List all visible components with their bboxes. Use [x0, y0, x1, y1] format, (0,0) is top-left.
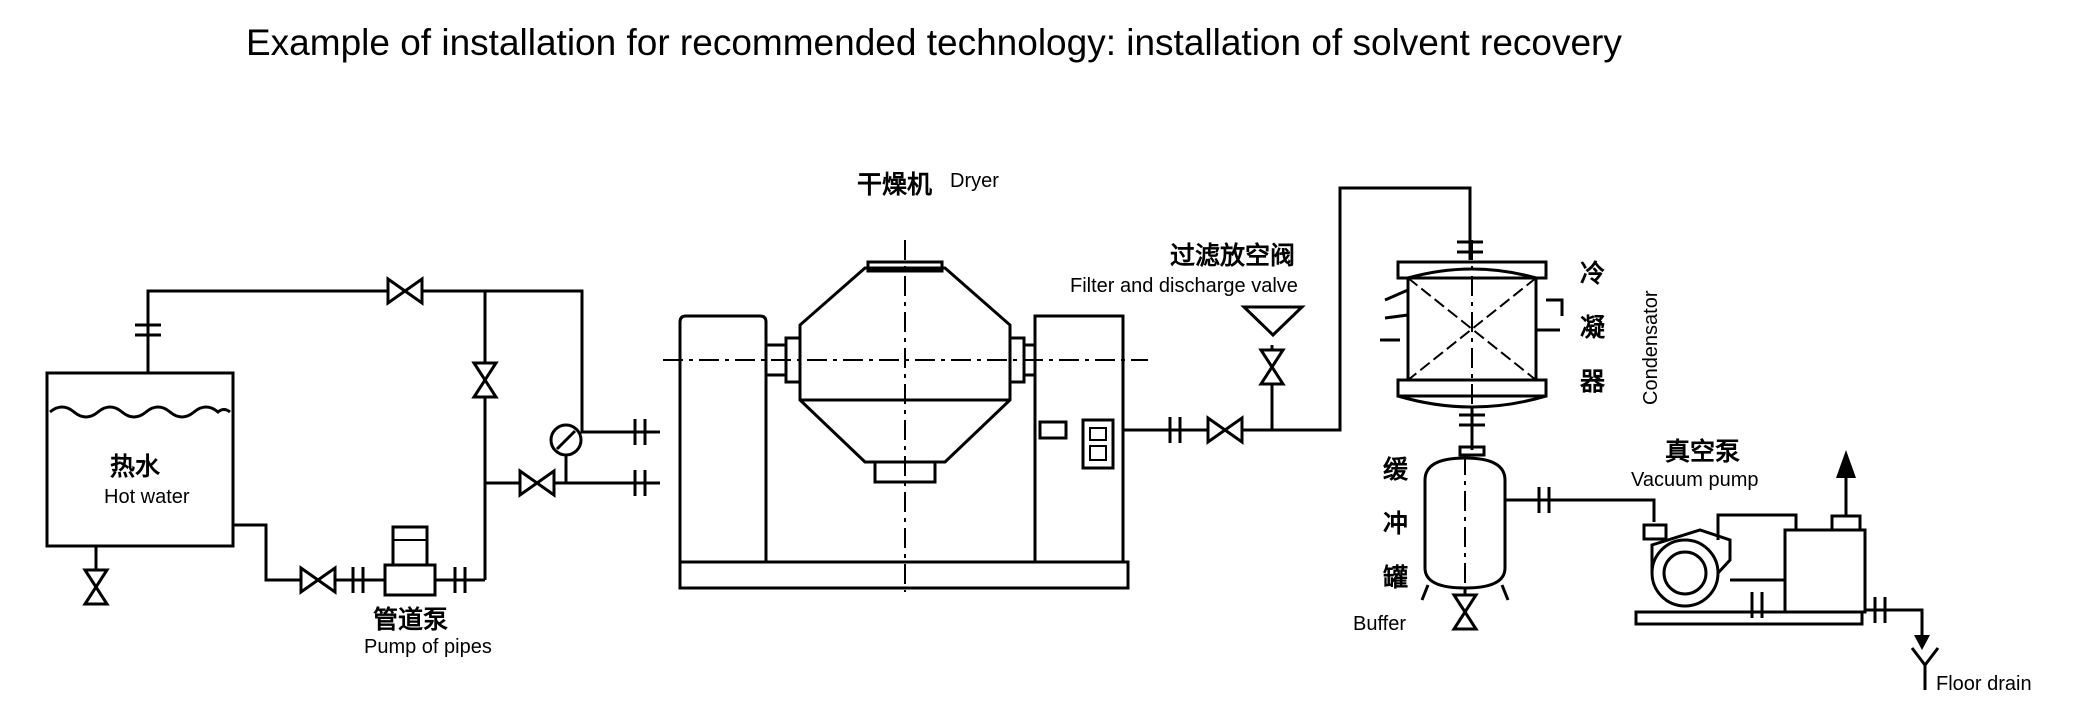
- discharge-valve-icon[interactable]: [1259, 348, 1285, 386]
- buffer-label-zh-3: 罐: [1382, 563, 1408, 592]
- vacuum-pump-label-zh: 真空泵: [1665, 437, 1740, 466]
- condenser-label-en: Condensator: [1640, 290, 1662, 405]
- vacuum-pump-unit: [1634, 450, 1940, 690]
- condenser-label-zh-2: 凝: [1580, 313, 1606, 342]
- double-cone-dryer: [663, 240, 1148, 592]
- condenser-label-zh-3: 器: [1579, 367, 1606, 396]
- buffer-label-zh-2: 冲: [1383, 509, 1408, 538]
- dryer-label-zh: 干燥机: [857, 170, 932, 199]
- pump-label-en: Pump of pipes: [364, 636, 492, 658]
- vacuum-pump-label-en: Vacuum pump: [1631, 469, 1758, 491]
- separator-tank-icon: [1783, 528, 1867, 614]
- pipe-pump-motor-icon: [391, 525, 429, 567]
- buffer-drain-valve-icon[interactable]: [1452, 593, 1478, 631]
- supply-valve-icon[interactable]: [386, 277, 424, 305]
- dryer-switch-icon: [1081, 418, 1115, 470]
- pipe-pump-body-icon: [383, 563, 437, 597]
- hot-water-label-en: Hot water: [104, 486, 190, 508]
- outlet-valve-icon[interactable]: [1206, 416, 1244, 444]
- hot-water-label-zh: 热水: [110, 452, 161, 481]
- dryer-lower-feed-line: [485, 423, 660, 498]
- buffer-label-en: Buffer: [1353, 613, 1406, 635]
- buffer-label-zh-1: 缓: [1383, 455, 1409, 484]
- pump-return-line: [233, 523, 485, 597]
- floor-drain-label: Floor drain: [1936, 673, 2032, 695]
- pump-drain-flange-icon: [1750, 590, 1764, 620]
- filter-funnel-icon: [1240, 305, 1306, 338]
- hot-water-supply-line: [133, 277, 660, 580]
- feed-valve-icon[interactable]: [518, 469, 556, 497]
- vapor-outlet-line: [1123, 186, 1485, 445]
- condenser-label-zh-1: 冷: [1580, 259, 1605, 288]
- filter-label-en: Filter and discharge valve: [1070, 275, 1298, 297]
- filter-label-zh: 过滤放空阀: [1170, 241, 1295, 270]
- exhaust-arrow-icon: [1836, 450, 1856, 478]
- dryer-label-en: Dryer: [950, 170, 999, 192]
- buffer-tank: [1420, 455, 1656, 631]
- bypass-valve-icon[interactable]: [472, 361, 498, 399]
- pump-inlet-valve-icon[interactable]: [299, 566, 337, 594]
- pump-label-zh: 管道泵: [373, 605, 448, 634]
- dryer-control-panel-icon: [1038, 420, 1068, 440]
- tank-drain-valve-icon[interactable]: [83, 568, 109, 606]
- drain-arrow-icon: [1914, 635, 1930, 650]
- condenser: [1380, 240, 1564, 457]
- diagram-title: Example of installation for recommended …: [246, 22, 1622, 63]
- vacuum-pump-rotor-icon: [1650, 538, 1720, 608]
- hot-water-tank: [45, 371, 235, 606]
